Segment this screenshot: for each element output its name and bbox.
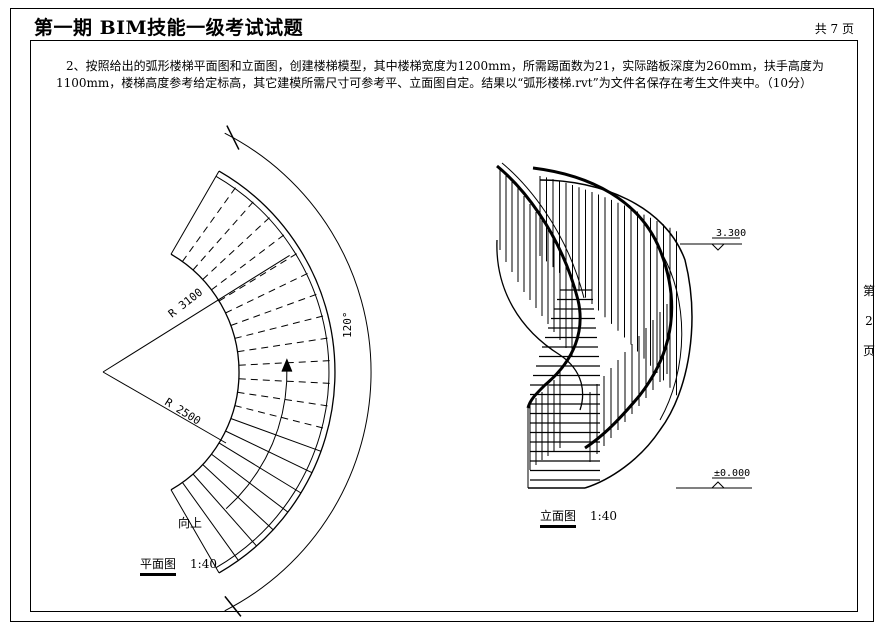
plan-tread-line <box>192 197 257 271</box>
plan-tread-line <box>218 250 302 302</box>
plan-radius-line-outer <box>102 254 290 373</box>
elevation-left-handrail-outer <box>501 162 585 299</box>
page-frame <box>10 8 874 622</box>
elevation-right-stringer <box>539 179 693 489</box>
page-title: 第一期 BIM技能一级考试试题 <box>34 17 304 39</box>
level-symbol-top <box>711 243 725 251</box>
plan-tread-line <box>181 183 239 262</box>
plan-tread-line <box>170 170 220 255</box>
level-label-bottom: ±0.000 <box>714 468 750 479</box>
elevation-caption-name: 立面图 <box>540 507 577 528</box>
elevation-right-stringer-inner <box>659 249 683 421</box>
plan-tread-line <box>225 270 313 314</box>
plan-tread-line <box>211 231 289 291</box>
plan-inner-edge <box>170 253 240 491</box>
side-label-char: 2 <box>865 314 873 328</box>
plan-walk-line <box>225 365 288 510</box>
plan-dimension-tick <box>224 595 242 617</box>
plan-tread-line <box>237 336 333 353</box>
side-label-char: 页 <box>862 344 875 358</box>
plan-handrail-edge <box>215 175 330 569</box>
elevation-left-stringer <box>496 239 584 411</box>
level-symbol-bottom <box>711 481 725 489</box>
plan-tread-line <box>192 473 257 547</box>
plan-caption-name: 平面图 <box>140 555 177 576</box>
plan-outer-edge <box>218 170 336 574</box>
question-text: 2、按照给出的弧形楼梯平面图和立面图，创建楼梯模型，其中楼梯宽度为1200mm，… <box>56 59 824 90</box>
plan-radius-line-inner <box>102 371 227 444</box>
plan-tread-line <box>237 391 333 408</box>
plan-tread-line <box>230 292 322 326</box>
plan-dimension-tick <box>226 125 240 150</box>
plan-tread-line <box>170 489 220 574</box>
plan-hidden-treads <box>181 183 335 430</box>
plan-caption-scale: 1:40 <box>190 557 217 571</box>
plan-tread-line <box>234 405 328 430</box>
plan-visible-treads <box>170 170 322 574</box>
side-label-char: 第 <box>862 284 875 298</box>
plan-tread-line <box>234 314 328 339</box>
plan-angle-dimension-arc <box>224 132 372 612</box>
plan-view <box>102 125 372 617</box>
plan-arrowhead <box>281 358 293 372</box>
elevation-balusters <box>499 170 677 470</box>
plan-tread-line <box>181 482 239 561</box>
level-label-top: 3.300 <box>716 228 746 239</box>
elevation-caption: 立面图 1:40 <box>540 507 617 528</box>
plan-caption: 平面图 1:40 <box>140 555 217 576</box>
elevation-steps <box>530 289 600 481</box>
elevation-left-handrail <box>496 164 582 409</box>
plan-direction-label: 向上 <box>178 515 202 530</box>
page-count: 共 7 页 <box>814 22 854 36</box>
plan-tread-line <box>202 213 274 280</box>
plan-radius-outer-label: R 3100 <box>166 286 205 321</box>
plan-angle-label: 120° <box>341 312 354 339</box>
side-page-label: 第 2 页 <box>862 276 876 366</box>
drawing-frame <box>30 40 858 612</box>
elevation-caption-scale: 1:40 <box>590 509 617 523</box>
plan-radius-inner-label: R 2500 <box>162 396 203 428</box>
elevation-view <box>496 162 752 489</box>
